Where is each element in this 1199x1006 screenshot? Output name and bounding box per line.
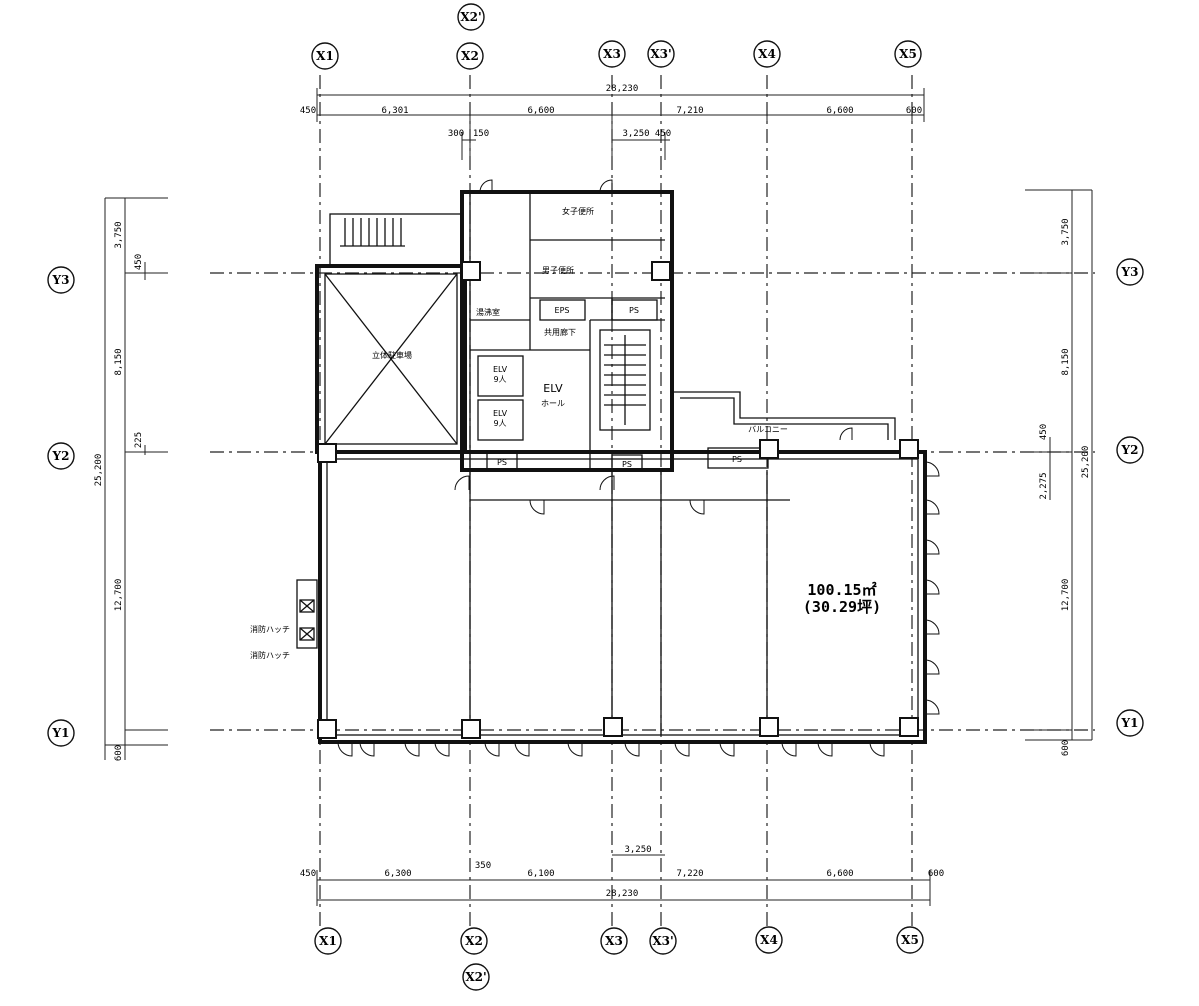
dim-top-seg-4: 7,210	[676, 106, 703, 116]
label-elv1-a: ELV	[493, 365, 508, 374]
bubble-y2-right: Y2	[1121, 443, 1139, 457]
dim-top-sub-3: 3,250	[622, 129, 649, 139]
dim-right-seg-6: 600	[1061, 740, 1071, 756]
dim-left-seg-3: 8,150	[114, 348, 124, 375]
bubble-x5-bottom: X5	[901, 933, 919, 947]
label-elv2-a: ELV	[493, 409, 508, 418]
label-womens-wc: 女子便所	[562, 206, 594, 216]
door-swings	[337, 179, 940, 757]
bubble-x4-bottom: X4	[760, 933, 778, 947]
stair-treads-top	[340, 218, 405, 247]
label-elv1-b: 9人	[493, 375, 506, 384]
dim-left-total: 25,200	[94, 454, 104, 487]
dim-right-seg-3: 450	[1039, 424, 1049, 440]
bubble-y2-left: Y2	[52, 449, 70, 463]
bubble-y3-right: Y3	[1121, 265, 1139, 279]
room-labels: 立体駐車場 ELV ホール ELV 9人 ELV 9人 女子便所 男子便所 EP…	[250, 206, 881, 660]
dim-top-seg-1: 450	[300, 106, 316, 116]
bubble-x3-top: X3	[603, 47, 621, 61]
bubble-y1-right: Y1	[1121, 716, 1139, 730]
label-eps: EPS	[555, 306, 570, 315]
bubble-x3prime-bottom: X3'	[652, 934, 673, 948]
dim-bottom-seg-5: 7,220	[676, 869, 703, 879]
label-elv-hall-2: ホール	[541, 399, 565, 408]
dimension-bottom: 450 6,300 350 6,100 7,220 6,600 600 3,25…	[300, 845, 944, 906]
grid-bubbles-right: Y3 Y2 Y1	[1116, 258, 1144, 737]
bubble-x1-bottom: X1	[319, 934, 337, 948]
dim-left-seg-1: 3,750	[114, 221, 124, 248]
bubble-x3prime-top: X3'	[650, 47, 671, 61]
label-area-sqm: 100.15㎡	[807, 581, 876, 599]
label-mens-wc: 男子便所	[542, 265, 574, 275]
dim-top-total: 28,230	[606, 84, 639, 94]
dim-bottom-seg-6: 6,600	[826, 869, 853, 879]
stair-treads-core	[604, 335, 646, 425]
structural-columns	[317, 261, 919, 739]
dim-top-seg-2: 6,301	[381, 106, 408, 116]
dim-bottom-seg-2: 6,300	[384, 869, 411, 879]
dim-top-sub-1: 300	[448, 129, 464, 139]
bubble-x3-bottom: X3	[605, 934, 623, 948]
label-ps-3: PS	[622, 460, 632, 469]
bubble-x2prime-top: X2'	[460, 10, 481, 24]
dimension-top: 28,230 450 6,301 6,600 7,210 6,600 600 3…	[300, 84, 925, 160]
bubble-x1-top: X1	[316, 49, 334, 63]
dim-bottom-seg-1: 450	[300, 869, 316, 879]
dimension-left: 3,750 450 8,150 225 12,700 600 25,200	[94, 197, 168, 761]
bubble-x2prime-bottom: X2'	[465, 970, 486, 984]
label-ps-2: PS	[497, 458, 507, 467]
bubble-y3-left: Y3	[52, 273, 70, 287]
bubble-x5-top: X5	[899, 47, 917, 61]
dim-left-seg-6: 600	[114, 745, 124, 761]
label-parking: 立体駐車場	[372, 350, 412, 360]
dim-left-seg-5: 12,700	[114, 579, 124, 612]
dim-right-total: 25,200	[1081, 446, 1091, 479]
bubble-x4-top: X4	[758, 47, 776, 61]
label-ps-4: PS	[732, 455, 742, 464]
bubble-y1-left: Y1	[52, 726, 70, 740]
dim-top-sub-4: 450	[655, 129, 671, 139]
bubble-x2-bottom: X2	[465, 934, 483, 948]
label-elv-hall-1: ELV	[543, 382, 563, 395]
dim-right-seg-5: 12,700	[1061, 579, 1071, 612]
label-side-hatch-2: 消防ハッチ	[250, 650, 290, 660]
label-elv2-b: 9人	[493, 419, 506, 428]
dim-top-seg-6: 600	[906, 106, 922, 116]
label-hot-water: 湯沸室	[476, 307, 500, 317]
label-corridor-note: 共用廊下	[544, 327, 576, 337]
label-side-hatch-1: 消防ハッチ	[250, 624, 290, 634]
dim-top-seg-5: 6,600	[826, 106, 853, 116]
bubble-x2-top: X2	[461, 49, 479, 63]
dim-bottom-seg-7: 600	[928, 869, 944, 879]
dim-bottom-total: 28,230	[606, 889, 639, 899]
grid-bubbles-left: Y3 Y2 Y1	[47, 266, 75, 747]
label-ps-1: PS	[629, 306, 639, 315]
dim-left-seg-2: 450	[134, 254, 144, 270]
dimension-right: 3,750 8,150 450 2,275 12,700 600 25,200	[1025, 189, 1093, 756]
dim-right-seg-1: 3,750	[1061, 218, 1071, 245]
grid-bubbles-top: X2' X1 X2 X3 X3' X4 X5	[311, 3, 922, 70]
dim-left-seg-4: 225	[134, 432, 144, 448]
dim-right-seg-2: 8,150	[1061, 348, 1071, 375]
grid-lines	[210, 75, 1095, 930]
dim-bottom-sub-1: 3,250	[624, 845, 651, 855]
grid-bubbles-bottom: X1 X2 X3 X3' X4 X5 X2'	[314, 926, 924, 991]
dim-bottom-seg-3: 350	[475, 861, 491, 871]
label-area-tsubo: (30.29坪)	[803, 598, 881, 616]
dim-right-seg-4: 2,275	[1039, 472, 1049, 499]
label-balcony: バルコニー	[748, 425, 788, 434]
exterior-walls	[296, 190, 927, 744]
dim-top-seg-3: 6,600	[527, 106, 554, 116]
dim-top-sub-2: 150	[473, 129, 489, 139]
dim-bottom-seg-4: 6,100	[527, 869, 554, 879]
